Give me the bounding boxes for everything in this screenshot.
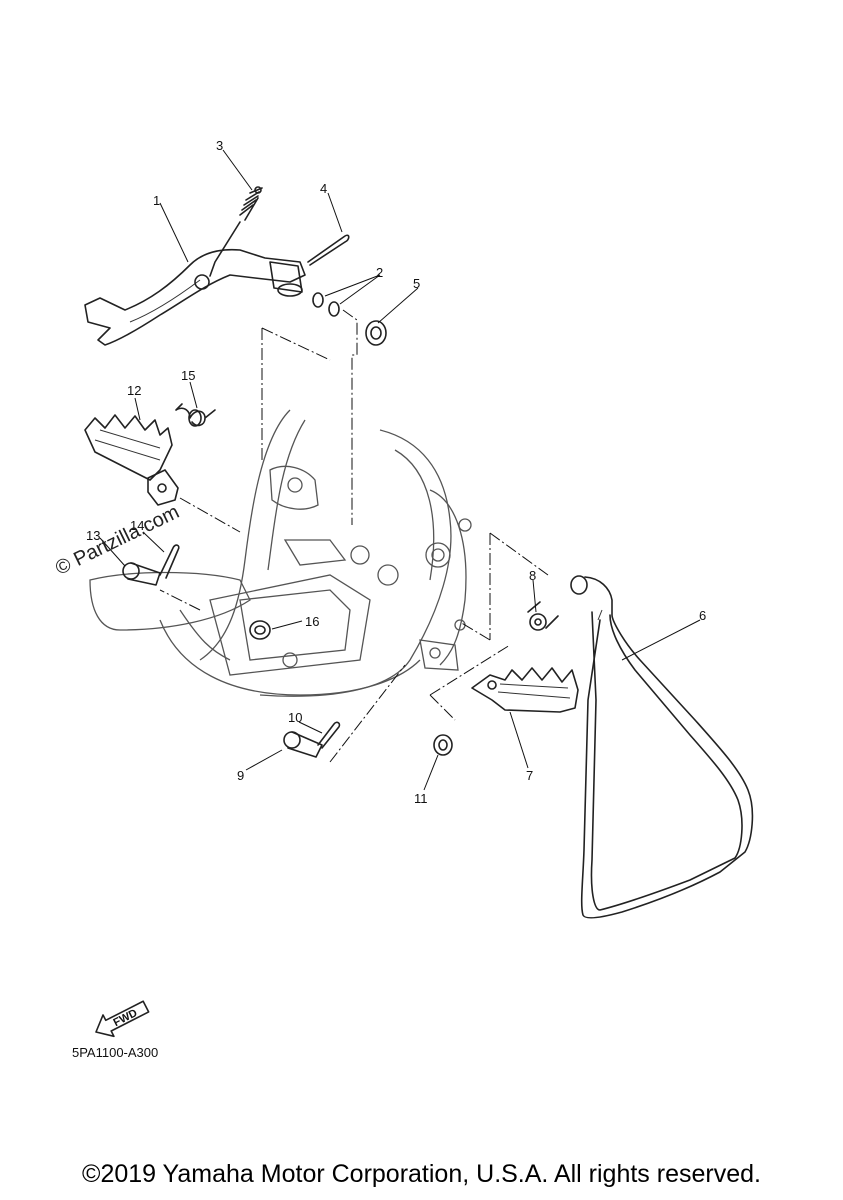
callout-8: 8 [529, 568, 536, 583]
frame-drawing [89, 409, 472, 697]
brake-pedal [84, 248, 306, 346]
callout-1: 1 [153, 193, 160, 208]
callout-labels: 1 2 3 4 5 6 7 8 9 10 11 12 13 14 15 16 [86, 138, 706, 806]
fwd-arrow-icon: FWD [95, 1000, 150, 1038]
callout-14: 14 [130, 518, 144, 533]
washer-part-5 [365, 320, 387, 346]
spring-part-8 [527, 601, 559, 631]
callout-5: 5 [413, 276, 420, 291]
callout-16: 16 [305, 614, 319, 629]
callout-9: 9 [237, 768, 244, 783]
callout-10: 10 [288, 710, 302, 725]
washer-part-16 [249, 620, 271, 640]
washer-part-11 [433, 734, 453, 756]
callout-4: 4 [320, 181, 327, 196]
cotter-pin-part-10 [317, 721, 341, 749]
callout-3: 3 [216, 138, 223, 153]
diagram-code: 5PA1100-A300 [72, 1045, 159, 1060]
cotter-pin-part-4 [307, 234, 350, 266]
orings-part-2 [312, 292, 340, 317]
callout-7: 7 [526, 768, 533, 783]
callout-2: 2 [376, 265, 383, 280]
copyright-notice: ©2019 Yamaha Motor Corporation, U.S.A. A… [82, 1160, 761, 1188]
footrest-left-part-12 [84, 414, 179, 506]
callout-12: 12 [127, 383, 141, 398]
spring-part-3 [209, 186, 263, 277]
callout-13: 13 [86, 528, 100, 543]
footrest-right-part-7 [471, 667, 579, 713]
assembly-lines [159, 309, 549, 763]
cotter-pin-part-14 [159, 544, 180, 579]
pin-part-9 [283, 731, 323, 758]
spring-part-15 [175, 403, 216, 427]
callout-11: 11 [414, 791, 428, 806]
callout-6: 6 [699, 608, 706, 623]
leader-lines [99, 149, 701, 791]
callout-15: 15 [181, 368, 195, 383]
side-stand-part-6 [570, 575, 754, 919]
pin-part-13 [122, 562, 161, 586]
fwd-label: FWD [112, 1007, 140, 1029]
